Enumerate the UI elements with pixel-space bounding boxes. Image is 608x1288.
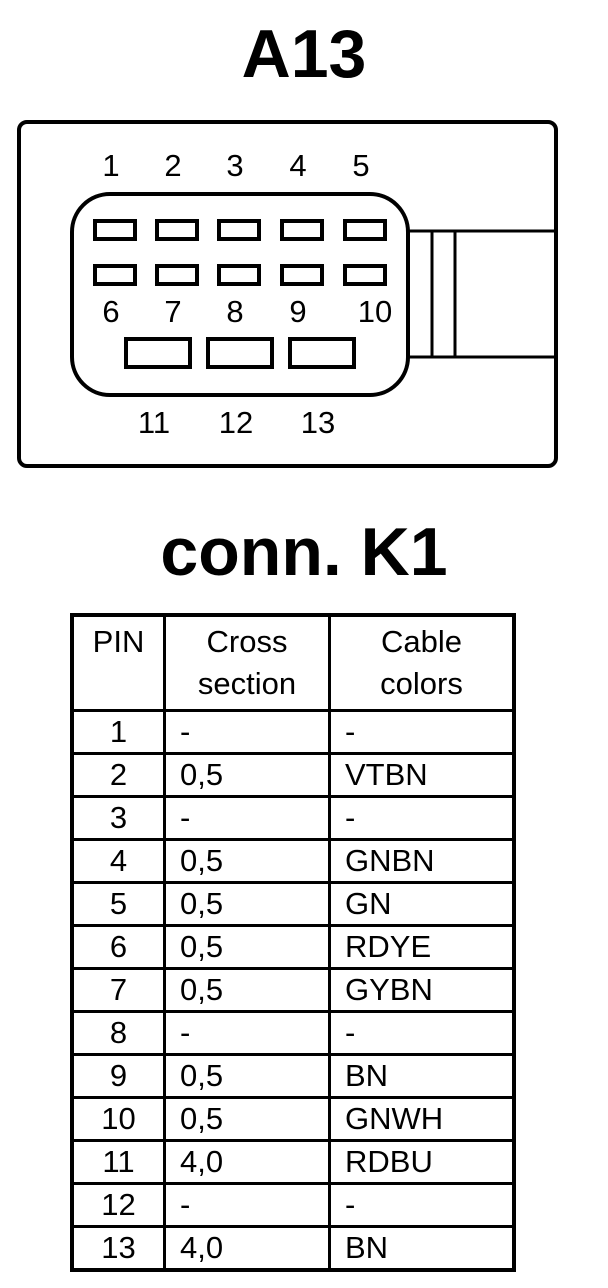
pin-cell: 2 [70,752,166,798]
pin-slot-7 [155,264,199,286]
header-cross-section: Cross section [163,613,331,712]
pin-label: 2 [164,148,181,183]
pin-label: 11 [138,405,170,440]
pin-slot-1 [93,219,137,241]
pin-cell: 5 [70,881,166,927]
cross-section-cell: 0,5 [163,1096,331,1142]
pin-cell: 10 [70,1096,166,1142]
cross-section-cell: - [163,709,331,755]
cross-section-cell: 0,5 [163,924,331,970]
cable-color-cell: - [328,795,516,841]
cross-section-cell: 4,0 [163,1139,331,1185]
table-row: 3-- [70,795,516,841]
pin-label: 12 [219,405,253,440]
cable-color-cell: GNBN [328,838,516,884]
pin-slot-13 [288,337,356,369]
table-row: 1-- [70,709,516,755]
cable-color-cell: - [328,709,516,755]
cross-section-cell: 0,5 [163,1053,331,1099]
pin-cell: 8 [70,1010,166,1056]
connector-title: A13 [241,16,367,92]
cross-section-cell: 0,5 [163,752,331,798]
cable-color-cell: RDBU [328,1139,516,1185]
pin-cell: 7 [70,967,166,1013]
cross-section-cell: - [163,795,331,841]
header-text: Cable [381,624,462,659]
table-row: 12-- [70,1182,516,1228]
cross-section-cell: - [163,1182,331,1228]
pin-slot-10 [343,264,387,286]
pin-cell: 1 [70,709,166,755]
pin-label: 13 [301,405,335,440]
pin-cell: 9 [70,1053,166,1099]
header-text: colors [380,666,463,701]
cable-color-cell: - [328,1010,516,1056]
pin-slot-2 [155,219,199,241]
pin-cell: 4 [70,838,166,884]
pin-cell: 3 [70,795,166,841]
pin-slot-5 [343,219,387,241]
cable-color-cell: GNWH [328,1096,516,1142]
connector-face [70,192,410,397]
connector-housing [17,120,558,468]
header-text: Cross [206,624,288,659]
cable-color-cell: GYBN [328,967,516,1013]
pin-label: 7 [164,294,181,329]
header-text: PIN [92,624,145,659]
table-header: PIN Cross section Cable colors [70,613,516,712]
cable-color-cell: GN [328,881,516,927]
pin-slot-4 [280,219,324,241]
pin-slot-11 [124,337,192,369]
pin-label: 8 [226,294,243,329]
pin-slot-12 [206,337,274,369]
pin-label: 1 [102,148,119,183]
header-cable-colors: Cable colors [328,613,516,712]
table-row: 8-- [70,1010,516,1056]
pin-label: 9 [289,294,306,329]
cross-section-cell: - [163,1010,331,1056]
pin-slot-9 [280,264,324,286]
cable-color-cell: VTBN [328,752,516,798]
cable-color-cell: BN [328,1053,516,1099]
pin-slot-6 [93,264,137,286]
table-title: conn. K1 [160,514,448,590]
cross-section-cell: 0,5 [163,838,331,884]
pin-label: 3 [226,148,243,183]
header-text: section [197,666,297,701]
pin-cell: 13 [70,1225,166,1272]
pin-cell: 6 [70,924,166,970]
cross-section-cell: 4,0 [163,1225,331,1272]
cable-color-cell: RDYE [328,924,516,970]
pin-label: 5 [352,148,369,183]
pin-cell: 12 [70,1182,166,1228]
cable-color-cell: BN [328,1225,516,1272]
connector-latch [408,229,555,359]
pin-label: 10 [358,294,392,329]
cross-section-cell: 0,5 [163,967,331,1013]
pin-label: 4 [289,148,306,183]
cross-section-cell: 0,5 [163,881,331,927]
cable-color-cell: - [328,1182,516,1228]
pin-slot-8 [217,264,261,286]
header-pin: PIN [70,613,166,712]
pin-cell: 11 [70,1139,166,1185]
pin-label: 6 [102,294,119,329]
pin-slot-3 [217,219,261,241]
